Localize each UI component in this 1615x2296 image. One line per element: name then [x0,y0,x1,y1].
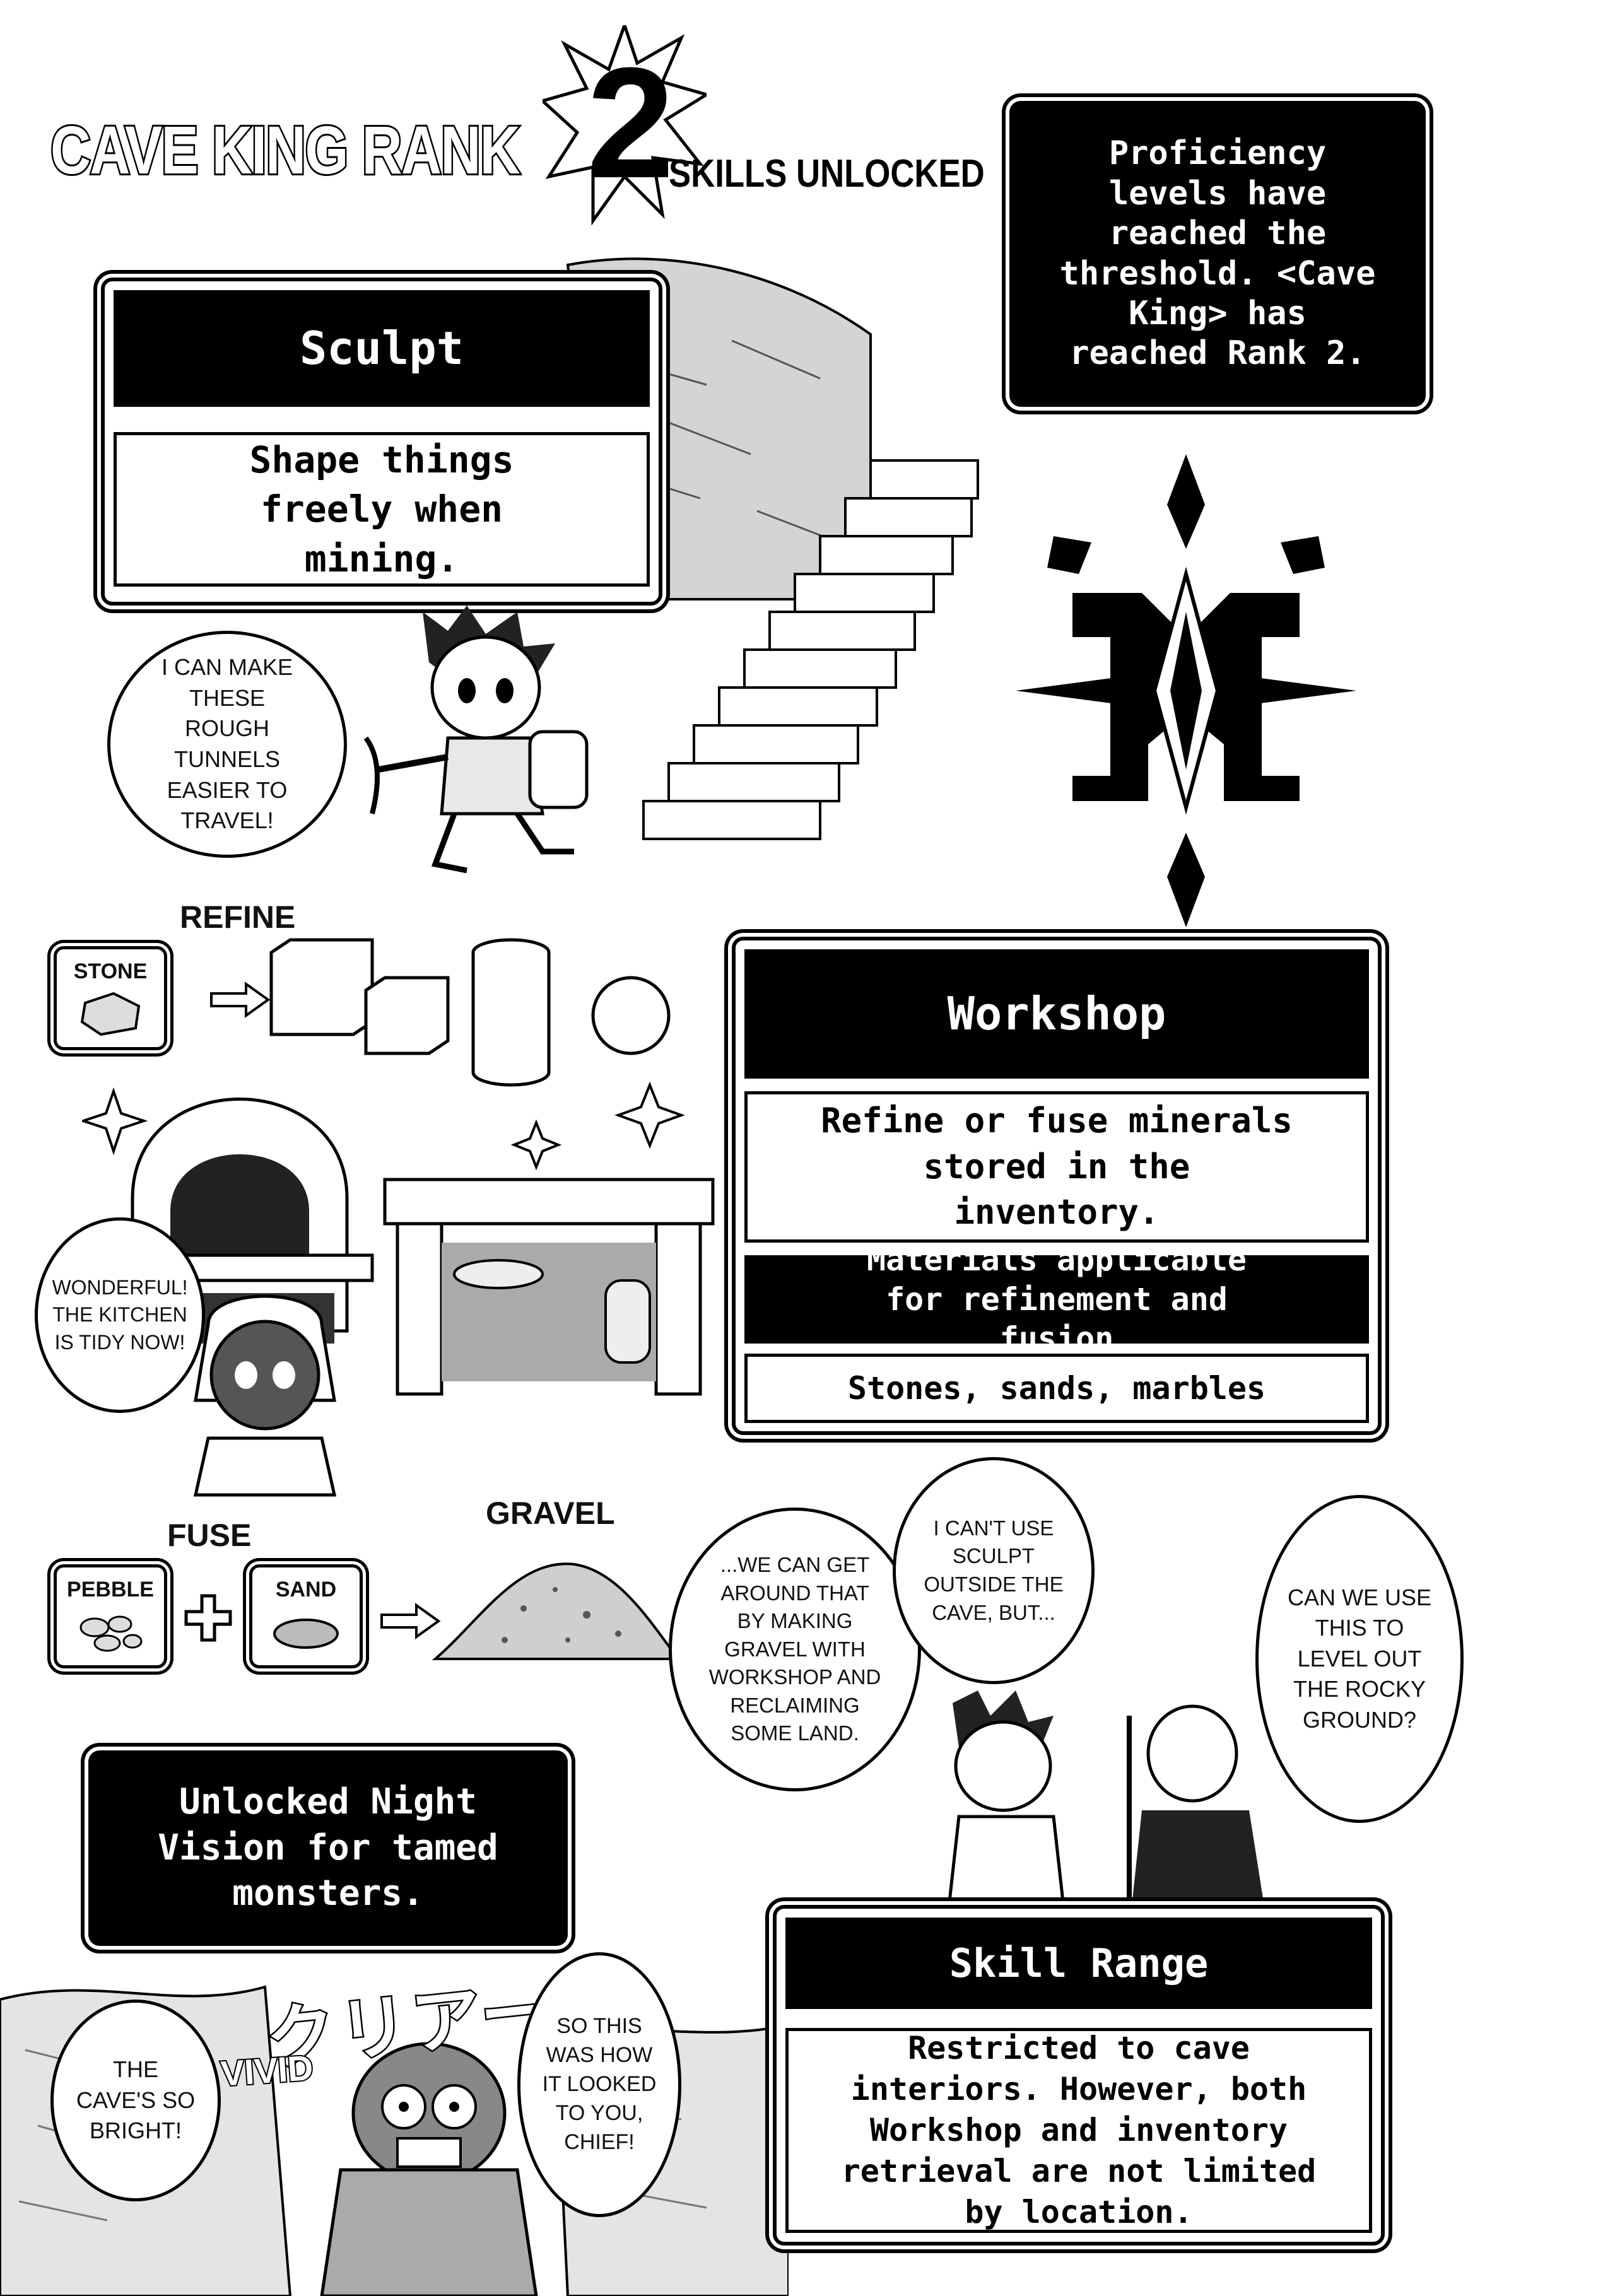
workshop-skill-panel: Workshop Refine or fuse minerals stored … [732,937,1382,1435]
speech-bubble-chief: SO THIS WAS HOW IT LOOKED TO YOU, CHIEF! [517,1952,681,2217]
speech-bubble-outside: I CAN'T USE SCULPT OUTSIDE THE CAVE, BUT… [893,1457,1095,1684]
cave-king-emblem-icon [1016,454,1356,927]
speech-bubble-kitchen: WONDERFUL! THE KITCHEN IS TIDY NOW! [35,1217,205,1413]
hero-mining-illustration [363,606,589,874]
starburst-icon [543,25,707,226]
arrow-icon [210,981,271,1018]
workshop-skill-desc: Refine or fuse minerals stored in the in… [744,1091,1369,1243]
speech-bubble-tunnels: I CAN MAKE THESE ROUGH TUNNELS EASIER TO… [107,631,347,858]
rank-notice-text: Proficiency levels have reached the thre… [1059,134,1376,373]
workshop-materials-list: Stones, sands, marbles [744,1354,1369,1423]
sand-label: SAND [275,1578,337,1602]
gravel-label: GRAVEL [486,1496,615,1531]
sfx-vivid: VIVID [218,2046,315,2095]
rank-notice-box: Proficiency levels have reached the thre… [1009,101,1426,407]
sculpt-skill-desc: Shape things freely when mining. [114,432,650,587]
arrow-icon [380,1603,441,1639]
pebble-label: PEBBLE [67,1578,154,1602]
fuse-label: FUSE [167,1518,252,1553]
elf-girl-illustration [193,1294,337,1497]
page-title: CAVE KING RANK [49,110,522,190]
speech-bubble-bright: THE CAVE'S SO BRIGHT! [50,2000,221,2201]
night-vision-box: Unlocked Night Vision for tamed monsters… [88,1750,568,1946]
stone-item-box: STONE [54,946,167,1050]
hero-and-elder-illustration [944,1690,1268,1930]
sand-item-box: SAND [249,1564,363,1668]
refined-blocks-icon [269,938,671,1087]
speech-bubble-rocky: CAN WE USE THIS TO LEVEL OUT THE ROCKY G… [1255,1495,1464,1823]
skill-range-panel: Skill Range Restricted to cave interiors… [773,1905,1385,2246]
rank-number: 2 [587,35,675,211]
stone-icon [80,992,141,1036]
pebble-icon [79,1615,143,1652]
refine-label: REFINE [180,899,296,935]
pebble-item-box: PEBBLE [54,1564,167,1668]
workshop-skill-name: Workshop [744,949,1369,1079]
night-vision-text: Unlocked Night Vision for tamed monsters… [158,1781,498,1914]
sand-icon [273,1619,339,1649]
workshop-materials-header: Materials applicable for refinement and … [744,1241,1369,1357]
page-subtitle: SKILLS UNLOCKED [669,152,985,196]
gravel-pile-icon [432,1562,681,1660]
sculpt-skill-panel: Sculpt Shape things freely when mining. [101,278,662,606]
plus-icon [184,1594,232,1642]
sculpt-skill-name: Sculpt [114,290,650,407]
speech-bubble-gravel: ...WE CAN GET AROUND THAT BY MAKING GRAV… [669,1508,921,1791]
skill-range-name: Skill Range [785,1918,1372,2009]
stone-label: STONE [73,959,148,983]
skill-range-desc: Restricted to cave interiors. However, b… [785,2028,1372,2233]
